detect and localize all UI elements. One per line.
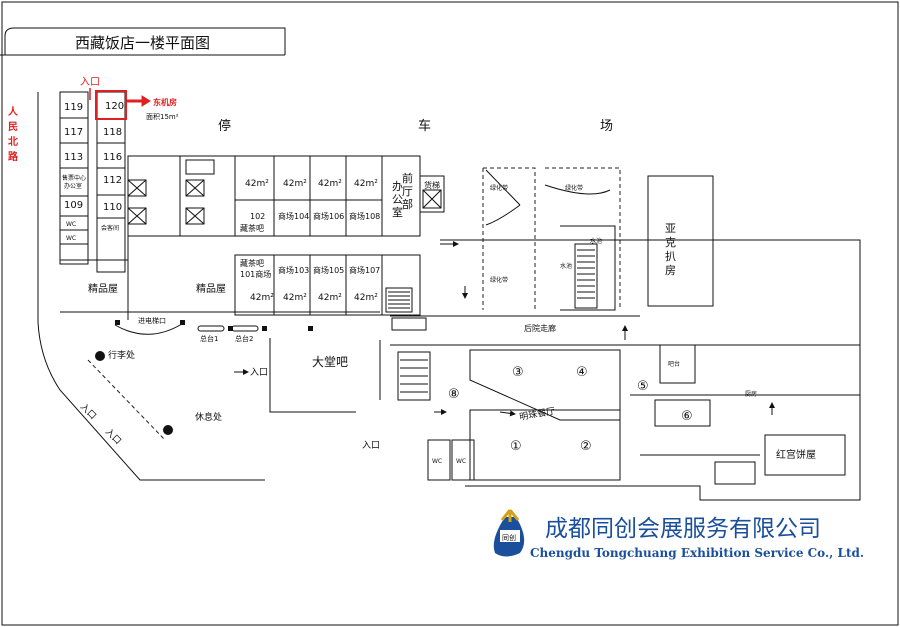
wc-bottom-1: WC [432,458,442,465]
upper-shops-labels: 42m² 42m² 42m² 42m² 102 藏茶吧 商场104 商场106 … [240,179,380,233]
palace-cake-label: 红宫饼屋 [776,448,816,461]
kitchen-label: 厨房 [745,390,757,398]
entrance-diag-1: 入口 [78,401,99,422]
svg-text:办公室: 办公室 [64,182,82,190]
svg-text:厅: 厅 [402,185,413,198]
green-belt-2: 绿化带 [565,184,583,192]
company-name-en: Chengdu Tongchuang Exhibition Service Co… [530,546,864,560]
mall-107: 商场107 [349,265,380,275]
num-6: ⑥ [681,409,693,424]
conference-label: 会客间 [101,224,119,232]
pool-label-1: 水池 [590,237,602,245]
rest-label: 休息处 [195,411,222,423]
desk-1: 总台1 [200,334,218,343]
svg-text:前: 前 [402,171,413,185]
num-3: ③ [512,365,524,380]
area-101: 42m² [250,293,274,303]
num-5: ⑤ [637,379,649,394]
mall-103: 商场103 [278,265,309,275]
entrance-diag-2: 入口 [103,426,124,447]
area-108: 42m² [354,179,378,189]
parking-char-1: 停 [218,118,231,134]
entrance-top: 入口 [80,77,100,88]
road-char-3: 北 [8,135,18,148]
road-char-1: 人 [8,105,19,118]
boutique-right: 精品屋 [196,282,226,295]
area-102: 42m² [245,179,269,189]
company-logo: 同创 [493,509,525,557]
lower-shops-labels: 藏茶吧 101商场 商场103 商场105 商场107 42m² 42m² 42… [240,258,380,303]
num-4: ④ [576,365,588,380]
svg-text:同创: 同创 [502,533,516,542]
wc-label-1: WC [66,221,76,228]
road-label: 人 民 北 路 [8,105,19,163]
mall-105: 商场105 [313,265,344,275]
front-office-label: 办 [392,180,403,193]
page-title: 西藏饭店一楼平面图 [75,34,210,52]
room-118: 118 [103,127,122,138]
area-105: 42m² [318,293,342,303]
svg-text:室: 室 [392,205,403,219]
bar-102: 藏茶吧 [240,223,264,233]
num-8: ⑧ [448,387,460,402]
back-corridor-label: 后院走廊 [524,323,556,333]
svg-text:102: 102 [250,212,265,221]
room-109: 109 [64,200,83,211]
area-107: 42m² [354,293,378,303]
svg-text:藏茶吧: 藏茶吧 [240,258,264,268]
entrance-mid: 入口 [250,367,268,378]
mall-104: 商场104 [278,211,309,221]
svg-text:部: 部 [402,197,413,211]
svg-text:扒: 扒 [665,249,676,263]
green-belt-3: 绿化带 [490,276,508,284]
escalator-label: 进电梯口 [138,316,166,325]
east-machine-room-area: 面积15m² [146,112,179,121]
ticket-office-label: 售票中心 [62,174,86,182]
luggage-label: 行李处 [108,349,135,361]
lower-shop-block [234,254,421,316]
parking-char-3: 场 [600,119,613,134]
company-name-cn: 成都同创会展服务有限公司 [545,516,821,542]
svg-text:房: 房 [665,264,676,277]
pearl-restaurant-label: 明珠餐厅 [518,405,556,423]
bar-counter-label: 吧台 [668,360,680,368]
pool-label-2: 水池 [560,262,572,270]
wc-label-2: WC [66,235,76,242]
desk-2: 总台2 [235,334,253,343]
room-112: 112 [103,175,122,186]
bar-101: 101商场 [240,269,271,279]
num-1: ① [510,439,522,454]
room-110: 110 [103,202,122,213]
mall-108: 商场108 [349,211,380,221]
room-117: 117 [64,127,83,138]
road-char-4: 路 [8,150,19,163]
green-belt-1: 绿化带 [490,184,508,192]
num-2: ② [580,439,592,454]
area-106: 42m² [318,179,342,189]
room-119: 119 [64,102,83,113]
road-char-2: 民 [8,121,18,133]
entrance-bottom: 入口 [362,440,380,451]
wc-bottom-2: WC [456,458,466,465]
svg-text:克: 克 [665,236,676,249]
lobby-bar-label: 大堂吧 [312,355,348,369]
boutique-left: 精品屋 [88,282,118,295]
east-machine-room-label: 东机房 [153,97,177,107]
parking-char-2: 车 [418,118,431,134]
rooms-left: 119 117 113 109 110 112 116 118 120 [64,101,124,213]
mall-106: 商场106 [313,211,344,221]
room-120-highlight [95,90,127,120]
svg-text:公: 公 [392,193,403,206]
freight-elevator-label: 货梯 [424,180,440,190]
area-104: 42m² [283,179,307,189]
title-plate [4,27,286,55]
area-103: 42m² [283,293,307,303]
room-120: 120 [105,101,124,112]
room-113: 113 [64,152,83,163]
room-116: 116 [103,152,122,163]
yak-house-label: 亚 [665,222,676,235]
